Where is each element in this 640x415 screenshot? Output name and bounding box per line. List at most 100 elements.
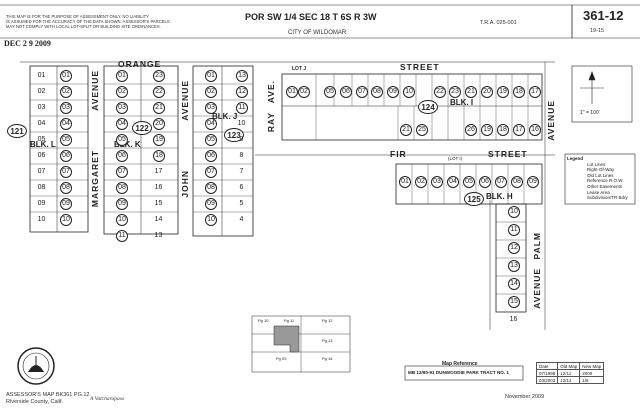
parcel-number: 02 [60, 86, 72, 98]
parcel-number: 16 [154, 184, 163, 191]
parcel-number: 13 [236, 70, 248, 82]
table-cell: 12/12 [557, 376, 581, 384]
block-i-label: BLK. I [450, 98, 474, 107]
parcel-number: 7 [239, 168, 244, 175]
parcel-number: 02 [116, 86, 128, 98]
parcel-number: 04 [60, 118, 72, 130]
parcel-number: 5 [239, 200, 244, 207]
parcel-number: 01 [60, 70, 72, 82]
block-j-label: BLK. J [212, 112, 238, 121]
parcel-number: 14 [508, 278, 520, 290]
index-page: Pg 11 [284, 318, 295, 323]
parcel-number: 18 [497, 124, 509, 136]
parcel-number: 05 [60, 134, 72, 146]
parcel-number: 07 [60, 166, 72, 178]
table-cell: 2000 [579, 369, 605, 377]
parcel-number: 21 [153, 102, 165, 114]
city-name: CITY OF WILDOMAR [288, 30, 347, 36]
parcel-number: 02 [415, 176, 427, 188]
disclaimer-line: THIS MAP IS FOR THE PURPOSE OF ASSESSMEN… [6, 14, 149, 19]
date-stamp: DEC 2 9 2009 [4, 39, 51, 48]
parcel-number: 05 [37, 136, 46, 143]
county-seal-icon [17, 347, 55, 385]
parcel-number: 08 [511, 176, 523, 188]
parcel-number: 03 [60, 102, 72, 114]
parcel-number: 6 [239, 184, 244, 191]
disclaimer: THIS MAP IS FOR THE PURPOSE OF ASSESSMEN… [6, 14, 211, 29]
parcel-number: 03 [431, 176, 443, 188]
parcel-number: 06 [205, 150, 217, 162]
parcel-number: 01 [116, 70, 128, 82]
street-label-mid: STREET [488, 149, 528, 159]
parcel-number: 18 [153, 150, 165, 162]
parcel-number: 09 [205, 198, 217, 210]
parcel-number: 05 [205, 134, 217, 146]
parcel-number: 18 [513, 86, 525, 98]
street-fir: FIR [390, 149, 407, 159]
lot-j-label: LOT J [292, 66, 307, 72]
parcel-number: 11 [116, 230, 128, 242]
street-avenue-3: AVENUE [546, 100, 556, 141]
parcel-number: 01 [399, 176, 411, 188]
street-orange: ORANGE [118, 59, 162, 69]
block-k-label: BLK. K [114, 140, 141, 149]
street-margaret: MARGARET [90, 150, 100, 208]
index-page: Pg 03 [276, 356, 287, 361]
parcel-number: 07 [116, 166, 128, 178]
parcel-number: 16 [529, 124, 541, 136]
parcel-number: 05 [463, 176, 475, 188]
street-ray: RAY [266, 112, 276, 133]
parcel-number: 22 [434, 86, 446, 98]
parcel-number: 23 [449, 86, 461, 98]
parcel-number: 06 [116, 150, 128, 162]
footer-signature: A Vatcharopass [90, 396, 125, 402]
parcel-number: 17 [529, 86, 541, 98]
parcel-number: 14 [154, 216, 163, 223]
parcel-number: 02 [298, 86, 310, 98]
parcel-number: 19 [153, 134, 165, 146]
map-title: POR SW 1/4 SEC 18 T 6S R 3W [245, 12, 377, 22]
block-number-125: 125 [464, 192, 484, 206]
parcel-number: 03 [116, 102, 128, 114]
parcel-number: 09 [387, 86, 399, 98]
table-cell: 03/2003 [535, 376, 559, 384]
table-header: New Map [579, 362, 605, 370]
parcel-number: 10 [205, 214, 217, 226]
table-row: Date Old Map New Map [535, 362, 605, 370]
parcel-number: 15 [154, 200, 163, 207]
parcel-number: 10 [37, 216, 46, 223]
parcel-number: 09 [37, 200, 46, 207]
block-number-122: 122 [132, 121, 152, 135]
parcel-number: 04 [116, 118, 128, 130]
parcel-number: 12 [508, 242, 520, 254]
parcel-number: 04 [205, 118, 217, 130]
parcel-number: 22 [153, 86, 165, 98]
parcel-number: 19 [481, 124, 493, 136]
parcel-number: 11 [508, 224, 520, 236]
parcel-number: 20 [481, 86, 493, 98]
legend-item: Other Easements [587, 183, 623, 189]
parcel-number: 21 [465, 86, 477, 98]
parcel-number: 06 [60, 150, 72, 162]
table-header: Old Map [557, 362, 581, 370]
parcel-number: 01 [205, 70, 217, 82]
index-page: Pg 10 [258, 318, 269, 323]
block-number-123: 123 [224, 128, 244, 142]
map-reference-title: Map Reference [442, 361, 478, 367]
parcel-number: 08 [371, 86, 383, 98]
block-l-label: BLK. L [30, 140, 56, 149]
revision-table: Date Old Map New Map 07/1998 12/11 2000 … [535, 362, 605, 384]
parcel-number: 15 [508, 296, 520, 308]
parcel-number: 21 [400, 124, 412, 136]
table-header: Date [535, 362, 559, 370]
parcel-number: 8 [239, 152, 244, 159]
parcel-number: 17 [154, 168, 163, 175]
table-cell: 12/11 [557, 369, 581, 377]
legend: Legend Lot Lines Right-Of-Way Old Lot Li… [567, 156, 633, 201]
street-ave: AVE. [266, 80, 276, 104]
parcel-number: 01 [286, 86, 298, 98]
parcel-number: 06 [479, 176, 491, 188]
parcel-number: 12 [236, 86, 248, 98]
parcel-number: 4 [239, 216, 244, 223]
